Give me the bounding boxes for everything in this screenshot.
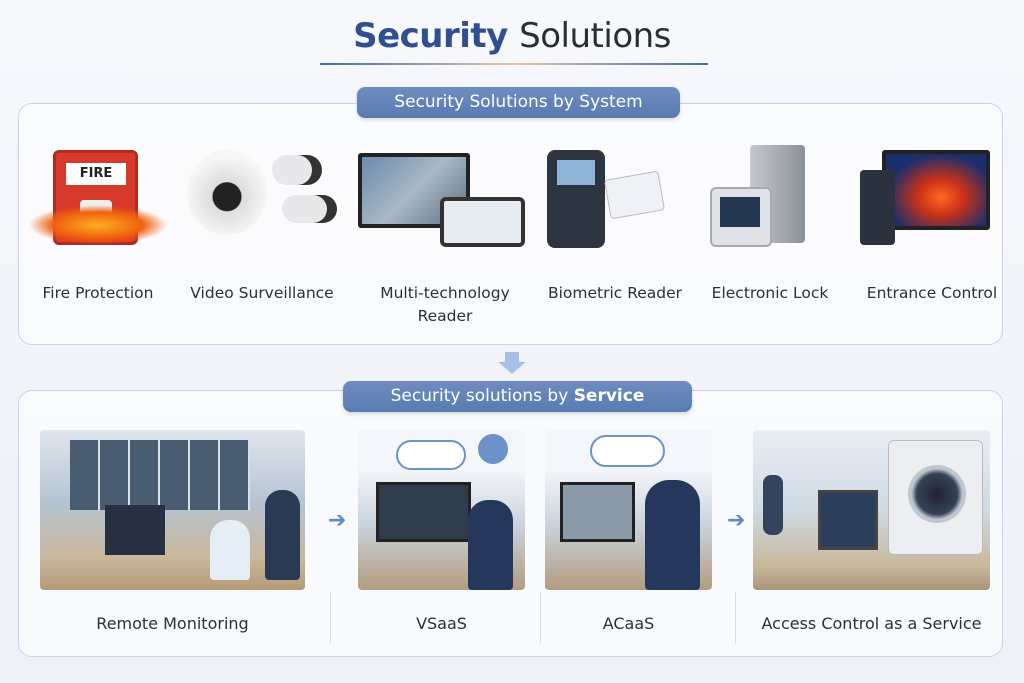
system-item-electronic-lock[interactable]: Electronic Lock [690,145,850,305]
system-item-multi-technology-reader[interactable]: Multi-technology Reader [358,145,525,328]
cctv-camera-icon [182,145,342,250]
fire-alarm-icon: FIRE [18,145,178,250]
down-arrow-icon [498,352,526,374]
right-arrow-icon: ➔ [328,508,347,533]
system-item-biometric-reader[interactable]: Biometric Reader [535,145,695,305]
biometric-reader-icon [535,145,695,250]
system-item-entrance-control[interactable]: Entrance Control [852,145,1012,305]
acaas-illustration [545,430,712,590]
access-control-illustration [753,430,990,590]
service-item-acaas[interactable]: ACaaS [545,430,712,635]
control-room-illustration [40,430,305,590]
service-item-access-control-as-a-service[interactable]: Access Control as a Service [753,430,990,635]
vsaas-illustration [358,430,525,590]
system-item-fire-protection[interactable]: FIRE Fire Protection [18,145,178,305]
system-item-video-surveillance[interactable]: Video Surveillance [182,145,342,305]
right-arrow-icon: ➔ [727,508,746,533]
divider [330,592,331,644]
service-section-heading: Security solutions by Service [343,381,692,412]
service-item-remote-monitoring[interactable]: Remote Monitoring [40,430,305,635]
electronic-lock-icon [690,145,850,250]
page-title: Security Solutions [353,16,671,56]
divider [540,592,541,644]
thermal-screen-icon [852,145,1012,250]
divider [735,592,736,644]
monitor-reader-icon [358,145,525,250]
title-underline [320,63,708,65]
service-item-vsaas[interactable]: VSaaS [358,430,525,635]
system-section-heading: Security Solutions by System [357,87,680,118]
